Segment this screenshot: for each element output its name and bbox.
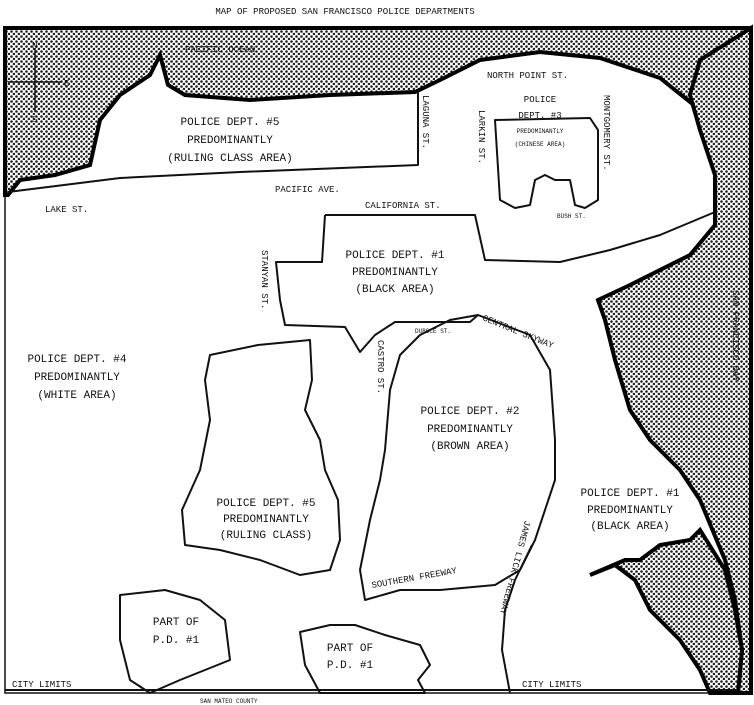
svg-text:PREDOMINANTLY: PREDOMINANTLY xyxy=(187,135,273,147)
pacific-ocean-water xyxy=(3,26,753,197)
svg-text:DEPT. #3: DEPT. #3 xyxy=(518,111,561,121)
part-of-pd1-east-label: PART OF P.D. #1 xyxy=(327,643,374,672)
svg-text:POLICE DEPT. #5: POLICE DEPT. #5 xyxy=(216,498,315,510)
street-north-point: NORTH POINT ST. xyxy=(487,71,568,81)
svg-text:PART OF: PART OF xyxy=(153,617,199,629)
district-2-label: POLICE DEPT. #2 PREDOMINANTLY (BROWN ARE… xyxy=(420,406,519,453)
district-1-north-label: POLICE DEPT. #1 PREDOMINANTLY (BLACK ARE… xyxy=(345,250,444,296)
map-title: MAP OF PROPOSED SAN FRANCISCO POLICE DEP… xyxy=(215,7,474,17)
svg-text:POLICE DEPT. #5: POLICE DEPT. #5 xyxy=(180,117,279,129)
svg-text:POLICE: POLICE xyxy=(524,95,556,105)
city-limits-east-label: CITY LIMITS xyxy=(522,680,581,690)
svg-text:POLICE DEPT. #4: POLICE DEPT. #4 xyxy=(27,354,126,366)
svg-text:P.D. #1: P.D. #1 xyxy=(153,635,200,647)
street-california: CALIFORNIA ST. xyxy=(365,201,441,211)
district-3-boundary xyxy=(494,117,599,209)
street-castro: CASTRO ST. xyxy=(375,340,385,394)
svg-text:PREDOMINANTLY: PREDOMINANTLY xyxy=(34,372,120,384)
compass-north-label: N xyxy=(32,41,37,51)
district-5-north-label: POLICE DEPT. #5 PREDOMINANTLY (RULING CL… xyxy=(167,117,292,165)
svg-text:(RULING CLASS AREA): (RULING CLASS AREA) xyxy=(167,153,292,165)
svg-text:PREDOMINANTLY: PREDOMINANTLY xyxy=(427,424,513,436)
street-pacific: PACIFIC AVE. xyxy=(275,185,340,195)
street-james-lick-freeway: JAMES LICK FREEWAY xyxy=(497,519,532,616)
street-larkin: LARKIN ST. xyxy=(476,110,486,164)
county-label: SAN MATEO COUNTY xyxy=(200,698,258,705)
svg-text:PREDOMINANTLY: PREDOMINANTLY xyxy=(352,267,438,279)
district-1-north-boundary xyxy=(275,211,716,353)
compass-east-label: E xyxy=(64,79,69,89)
district-2-boundary xyxy=(359,314,556,601)
city-limits-west-label: CITY LIMITS xyxy=(12,680,71,690)
district-5-south-label: POLICE DEPT. #5 PREDOMINANTLY (RULING CL… xyxy=(216,498,315,542)
svg-text:POLICE DEPT. #1: POLICE DEPT. #1 xyxy=(580,488,679,500)
svg-text:P.D. #1: P.D. #1 xyxy=(327,660,374,672)
street-central-skyway: CENTRAL SKYWAY xyxy=(481,314,555,352)
svg-text:POLICE DEPT. #1: POLICE DEPT. #1 xyxy=(345,250,444,262)
part-of-pd1-west-boundary xyxy=(119,589,231,694)
part-of-pd1-east-boundary xyxy=(299,624,431,694)
james-lick-freeway-line xyxy=(501,544,533,694)
district-5-south-boundary xyxy=(181,339,341,576)
svg-text:(BROWN AREA): (BROWN AREA) xyxy=(430,441,509,453)
svg-text:(BLACK AREA): (BLACK AREA) xyxy=(355,284,434,296)
district-3-label: POLICE DEPT. #3 PREDOMINANTLY (CHINESE A… xyxy=(515,95,565,148)
pacific-ocean-label: PACIFIC OCEAN xyxy=(185,45,255,55)
bay-inlet-water xyxy=(589,526,745,695)
street-montgomery: MONTGOMERY ST. xyxy=(601,95,611,171)
street-laguna: LAGUNA ST. xyxy=(420,95,430,149)
street-stanyan: STANYAN ST. xyxy=(259,250,269,309)
part-of-pd1-west-label: PART OF P.D. #1 xyxy=(153,617,200,647)
district-5-north-boundary xyxy=(7,92,419,193)
svg-text:(BLACK AREA): (BLACK AREA) xyxy=(590,521,669,533)
compass-rose: N E S xyxy=(8,41,69,125)
bay-label: SAN FRANCISCO BAY xyxy=(730,290,740,382)
svg-text:PART OF: PART OF xyxy=(327,643,373,655)
street-lake: LAKE ST. xyxy=(45,205,88,215)
street-bush: BUSH ST. xyxy=(557,213,586,220)
compass-south-label: S xyxy=(32,115,37,125)
street-duboce: DUBOCE ST. xyxy=(415,328,451,335)
district-1-south-label: POLICE DEPT. #1 PREDOMINANTLY (BLACK ARE… xyxy=(580,488,679,533)
svg-text:PREDOMINANTLY: PREDOMINANTLY xyxy=(587,505,673,517)
svg-text:PREDOMINANTLY: PREDOMINANTLY xyxy=(517,128,564,135)
svg-text:PREDOMINANTLY: PREDOMINANTLY xyxy=(223,514,309,526)
district-4-label: POLICE DEPT. #4 PREDOMINANTLY (WHITE ARE… xyxy=(27,354,126,402)
street-southern-freeway: SOUTHERN FREEWAY xyxy=(371,566,458,591)
svg-text:(CHINESE AREA): (CHINESE AREA) xyxy=(515,141,565,148)
svg-text:(RULING CLASS): (RULING CLASS) xyxy=(220,530,312,542)
svg-text:POLICE DEPT. #2: POLICE DEPT. #2 xyxy=(420,406,519,418)
svg-text:(WHITE AREA): (WHITE AREA) xyxy=(37,390,116,402)
